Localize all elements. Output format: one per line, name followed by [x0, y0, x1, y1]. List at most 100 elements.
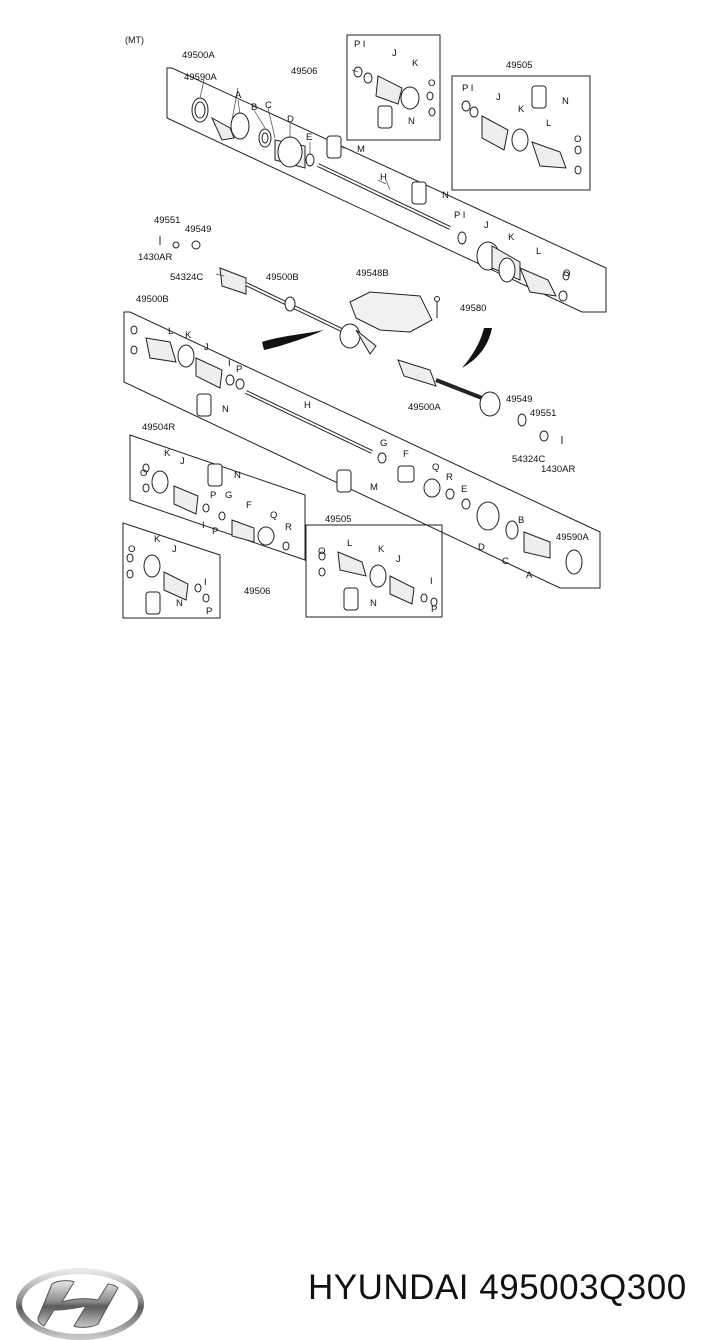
label-49504r: 49504R — [142, 422, 175, 433]
box-49505-bottom — [305, 524, 443, 618]
label-pi-top: P I — [354, 39, 365, 50]
label-49500a-top: 49500A — [182, 50, 215, 61]
label-p-49504r: P — [210, 490, 216, 501]
label-49590a-top: 49590A — [184, 72, 217, 83]
label-49551-right: 49551 — [530, 408, 556, 419]
label-f-49504r: F — [246, 500, 252, 511]
label-k-49506b: K — [154, 534, 161, 545]
box-49506-bottom — [122, 522, 221, 619]
label-49500b-mid: 49500B — [266, 272, 299, 283]
label-o-mid: O — [563, 268, 570, 279]
label-l-top2: L — [546, 118, 551, 129]
label-n-top: N — [408, 116, 415, 127]
label-p-49506b: P — [206, 606, 212, 617]
label-i-49506b: I — [204, 577, 207, 588]
box-49506-bottom-parts — [126, 553, 210, 615]
box-49504r — [129, 434, 306, 561]
hyundai-logo-icon — [16, 1268, 144, 1340]
label-49505-top: 49505 — [506, 60, 532, 71]
box-49506-top-parts — [353, 66, 436, 129]
label-j-top: J — [392, 48, 397, 59]
label-k-top: K — [412, 58, 419, 69]
label-a-top: A — [235, 90, 242, 101]
label-n-49505b: N — [370, 598, 377, 609]
label-1430ar-right: 1430AR — [541, 464, 575, 475]
label-49500b-panel: 49500B — [136, 294, 169, 305]
footer: HYUNDAI 495003Q300 — [0, 628, 720, 1340]
label-p-49505b: P — [431, 604, 437, 615]
label-i-49504r: I — [202, 520, 205, 531]
label-49500a-right: 49500A — [408, 402, 441, 413]
label-d-top: D — [287, 114, 294, 125]
leader-lines — [199, 69, 391, 277]
label-i-49505b: I — [430, 576, 433, 587]
label-h-panel: H — [304, 400, 311, 411]
label-j-49505b: J — [396, 554, 401, 565]
label-j-top2: J — [496, 92, 501, 103]
label-r-49504r: R — [285, 522, 292, 533]
label-k-panel: K — [185, 330, 192, 341]
label-n-49504r: N — [234, 470, 241, 481]
label-l-mid: L — [536, 246, 541, 257]
label-k-49505b: K — [378, 544, 385, 555]
box-49505-top-parts — [461, 85, 582, 175]
label-j-49504r: J — [180, 456, 185, 467]
label-p-panel: P — [236, 364, 242, 375]
bracket-49548b — [349, 291, 440, 333]
label-m-top: M — [357, 144, 365, 155]
label-k-49504r: K — [164, 448, 171, 459]
label-q-49504r: Q — [270, 510, 277, 521]
label-o-top: O — [428, 78, 435, 89]
label-o-49504r: O — [140, 468, 147, 479]
label-q-panel: Q — [432, 462, 439, 473]
label-e-top: E — [306, 132, 312, 143]
label-54324c-right: 54324C — [512, 454, 545, 465]
label-49551-left: 49551 — [154, 215, 180, 226]
right-shaft — [397, 359, 563, 444]
brand-name: HYUNDAI — [308, 1268, 470, 1307]
label-k-mid: K — [508, 232, 515, 243]
label-49549-right: 49549 — [506, 394, 532, 405]
label-h-top: H — [380, 172, 387, 183]
label-49590a-bottom: 49590A — [556, 532, 589, 543]
diagram-variant-label: (MT) — [125, 35, 144, 45]
panel-49500b-parts — [130, 325, 583, 575]
label-j-mid: J — [484, 220, 489, 231]
parts-diagram: (MT) 49500A 49590A 49506 49505 P I J K O… — [122, 34, 607, 619]
box-49506-top — [346, 34, 441, 141]
label-l-49505b: L — [347, 538, 352, 549]
brand-part-title: HYUNDAI 495003Q300 — [308, 1268, 687, 1308]
curve-arrows — [262, 328, 492, 368]
label-f-panel: F — [403, 449, 409, 460]
label-49506-top: 49506 — [291, 66, 317, 77]
label-n-49506b: N — [176, 598, 183, 609]
box-49504r-parts — [142, 463, 290, 551]
label-k-top2: K — [518, 104, 525, 115]
label-m-panel: M — [370, 482, 378, 493]
label-e-panel: E — [461, 484, 467, 495]
label-49505-bottom: 49505 — [325, 514, 351, 525]
box-49505-top — [451, 75, 591, 191]
label-a-panel: A — [526, 570, 533, 581]
upper-shaft — [191, 97, 570, 302]
label-49549-left: 49549 — [185, 224, 211, 235]
label-n-mid: N — [442, 190, 449, 201]
label-pi-mid: P I — [454, 210, 465, 221]
label-d-panel: D — [478, 542, 485, 553]
panel-49500b — [123, 311, 601, 589]
label-b-panel: B — [518, 515, 524, 526]
label-l-panel: L — [168, 326, 173, 337]
box-49505-bottom-parts — [318, 551, 438, 611]
label-g-panel: G — [380, 438, 387, 449]
label-j-49506b: J — [172, 544, 177, 555]
label-c-top: C — [265, 100, 272, 111]
label-49580: 49580 — [460, 303, 486, 314]
label-54324c-left: 54324C — [170, 272, 203, 283]
label-r-panel: R — [446, 472, 453, 483]
label-o-49506b: O — [128, 544, 135, 555]
label-p2-49504r: P — [212, 526, 218, 537]
middle-shaft — [159, 236, 377, 355]
label-g-49504r: G — [225, 490, 232, 501]
label-c-panel: C — [502, 556, 509, 567]
label-49506-bottom: 49506 — [244, 586, 270, 597]
